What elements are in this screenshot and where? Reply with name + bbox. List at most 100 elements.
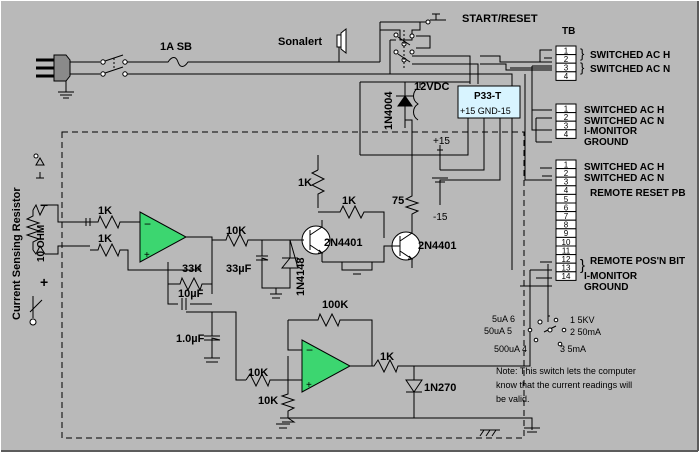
relay-and-diode xyxy=(359,81,470,190)
tb3-terminal-number: 4 xyxy=(564,186,569,195)
range-5kv: 1 5KV xyxy=(570,315,595,325)
enclosure-dashed-box xyxy=(61,131,525,439)
svg-text:+: + xyxy=(306,380,312,391)
tb1-brace-n: } xyxy=(580,60,585,75)
r33k-label: 33K xyxy=(182,263,202,275)
power-supply-p33t xyxy=(457,85,521,119)
range-50ua: 50uA 5 xyxy=(484,326,512,336)
tb3-remote-pos-brace: } xyxy=(580,257,585,274)
opamp-2: − + xyxy=(301,339,352,393)
tb3-switched-ac-n: SWITCHED AC N xyxy=(584,173,664,184)
tb1-switched-ac-h: SWITCHED AC H xyxy=(590,50,670,61)
tb3-switched-ac-h: SWITCHED AC H xyxy=(584,162,664,173)
tb3-terminal-number: 13 xyxy=(562,264,571,273)
opamp2-wiring xyxy=(245,270,540,433)
svg-text:−: − xyxy=(306,343,313,357)
ac-plug xyxy=(36,54,71,82)
r1k-d-label: 1K xyxy=(98,233,112,245)
tb3-terminal-number: 11 xyxy=(562,246,571,255)
opamp1-output-wiring xyxy=(167,232,304,381)
tb2-terminal-number: 4 xyxy=(564,130,569,139)
opamp-1: − + xyxy=(139,211,188,263)
mains-wiring xyxy=(58,54,390,99)
c1-label: 1.0µF xyxy=(176,333,205,345)
range-50ma: 2 50mA xyxy=(570,327,601,337)
plus15-label: +15 xyxy=(433,136,450,147)
tb2-switched-ac-h: SWITCHED AC H xyxy=(584,105,664,116)
d1n4148-label: 1N4148 xyxy=(295,257,307,296)
vdc12-label: 12VDC xyxy=(414,81,450,93)
tb3-ground: GROUND xyxy=(584,282,628,293)
tb3-terminal-number: 3 xyxy=(564,178,569,187)
tb3-remote-pos: REMOTE POS'N BIT xyxy=(590,256,685,267)
tb3-terminal-number: 1 xyxy=(564,160,569,169)
c33-label: 33µF xyxy=(226,263,252,275)
tb3-terminal-number: 10 xyxy=(562,238,571,247)
tb1-terminal-4 xyxy=(555,71,577,81)
chassis-ground xyxy=(479,429,500,437)
range-500ua: 500uA 4 xyxy=(494,344,527,354)
sense-input-wiring xyxy=(25,153,201,326)
mains-to-tb1 xyxy=(378,49,552,270)
tb3-terminal-number: 14 xyxy=(562,272,571,281)
minus15-label: -15 xyxy=(433,212,448,223)
note-line-3: be valid. xyxy=(496,394,530,404)
tb3-remote-reset: REMOTE RESET PB xyxy=(590,188,686,199)
tb3-i-monitor: I-MONITOR xyxy=(584,271,638,282)
r1k-a-label: 1K xyxy=(298,177,312,189)
tb2-terminal-number: 3 xyxy=(564,122,569,131)
tb3-terminal-number: 2 xyxy=(564,169,569,178)
transistor-stage xyxy=(301,155,421,275)
psu-name: P33-T xyxy=(474,91,501,102)
tb1-terminal-number: 2 xyxy=(564,55,569,64)
note-line-1: Note: This switch lets the computer xyxy=(496,366,636,376)
tb2-terminal-number: 1 xyxy=(564,104,569,113)
tb2-ground: GROUND xyxy=(584,137,628,148)
diode-1n4004-label: 1N4004 xyxy=(383,91,395,130)
sonalert-label: Sonalert xyxy=(278,36,322,48)
r1k-c-label: 1K xyxy=(98,205,112,217)
tb3-terminal-number: 6 xyxy=(564,203,569,212)
tb1-terminal-number: 4 xyxy=(564,72,569,81)
svg-text:−: − xyxy=(144,217,151,231)
minus-terminal-label: − xyxy=(40,197,48,213)
tb1-terminal-number: 3 xyxy=(564,64,569,73)
tb3-terminal-number: 5 xyxy=(564,195,569,204)
tb1-brace-h: } xyxy=(580,46,585,61)
range-switch xyxy=(527,316,567,347)
tb3-terminal-number: 7 xyxy=(564,212,569,221)
note-line-2: know that the current readings will xyxy=(496,380,632,390)
tb1-switched-ac-n: SWITCHED AC N xyxy=(590,64,670,75)
psu-pins: +15 GND-15 xyxy=(460,106,511,116)
tb3-terminal-number: 12 xyxy=(562,255,571,264)
r1k-e-label: 1K xyxy=(380,351,394,363)
r10k-a-label: 10K xyxy=(226,225,246,237)
tb1-terminal-number: 1 xyxy=(564,46,569,55)
svg-text:+: + xyxy=(144,250,150,261)
sonalert-buzzer xyxy=(336,27,347,62)
tb2-terminal-4 xyxy=(555,129,577,139)
tb-heading: TB xyxy=(562,26,575,37)
tb2-terminal-number: 2 xyxy=(564,113,569,122)
ohm10-label: 10 OHM xyxy=(36,225,47,262)
tb3-terminal-number: 9 xyxy=(564,229,569,238)
tb3-terminal-number: 8 xyxy=(564,221,569,230)
range-5ma: 3 5mA xyxy=(560,344,586,354)
c10-label: 10µF xyxy=(178,288,204,300)
plus-terminal-label: + xyxy=(40,274,48,290)
tb2-switched-ac-n: SWITCHED AC N xyxy=(584,116,664,127)
fuse-label: 1A SB xyxy=(160,41,192,53)
psu-wiring xyxy=(360,118,501,205)
r75-label: 75 xyxy=(392,195,404,207)
r10k-b-label: 10K xyxy=(248,367,268,379)
start-reset-label: START/RESET xyxy=(462,13,538,25)
r100k-label: 100K xyxy=(322,299,348,311)
d1n270-label: 1N270 xyxy=(424,382,456,394)
start-reset-switch xyxy=(379,13,479,84)
q2-label: 2N4401 xyxy=(418,240,457,252)
tb2-i-monitor: I-MONITOR xyxy=(584,126,638,137)
tb3-terminal-14 xyxy=(555,271,577,281)
